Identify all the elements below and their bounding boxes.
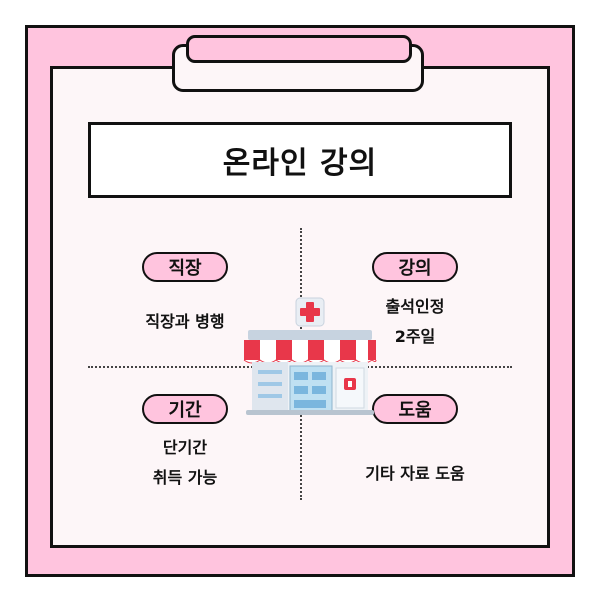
desc-work-line-1: 직장과 병행 [145,312,225,331]
desc-help-line-1: 기타 자료 도움 [365,464,465,483]
desc-work: 직장과 병행 [120,307,250,337]
desc-lecture-line-2: 2주일 [394,327,436,346]
desc-period-line-1: 단기간 [162,438,208,457]
desc-lecture: 출석인정 2주일 [350,292,480,352]
tag-period: 기간 [142,394,228,424]
tag-work-label: 직장 [168,258,202,279]
tag-period-label: 기간 [168,400,202,421]
title-box: 온라인 강의 [88,122,512,198]
page-title: 온라인 강의 [222,146,378,181]
desc-period: 단기간 취득 가능 [120,433,250,493]
tag-lecture: 강의 [372,252,458,282]
desc-help: 기타 자료 도움 [340,459,490,489]
tag-work: 직장 [142,252,228,282]
tag-help-label: 도움 [398,400,432,421]
pharmacy-store-icon [243,297,377,415]
tag-lecture-label: 강의 [398,258,432,279]
clipboard-clip-top [186,35,412,63]
desc-lecture-line-1: 출석인정 [385,297,445,316]
desc-period-line-2: 취득 가능 [152,468,218,487]
tag-help: 도움 [372,394,458,424]
